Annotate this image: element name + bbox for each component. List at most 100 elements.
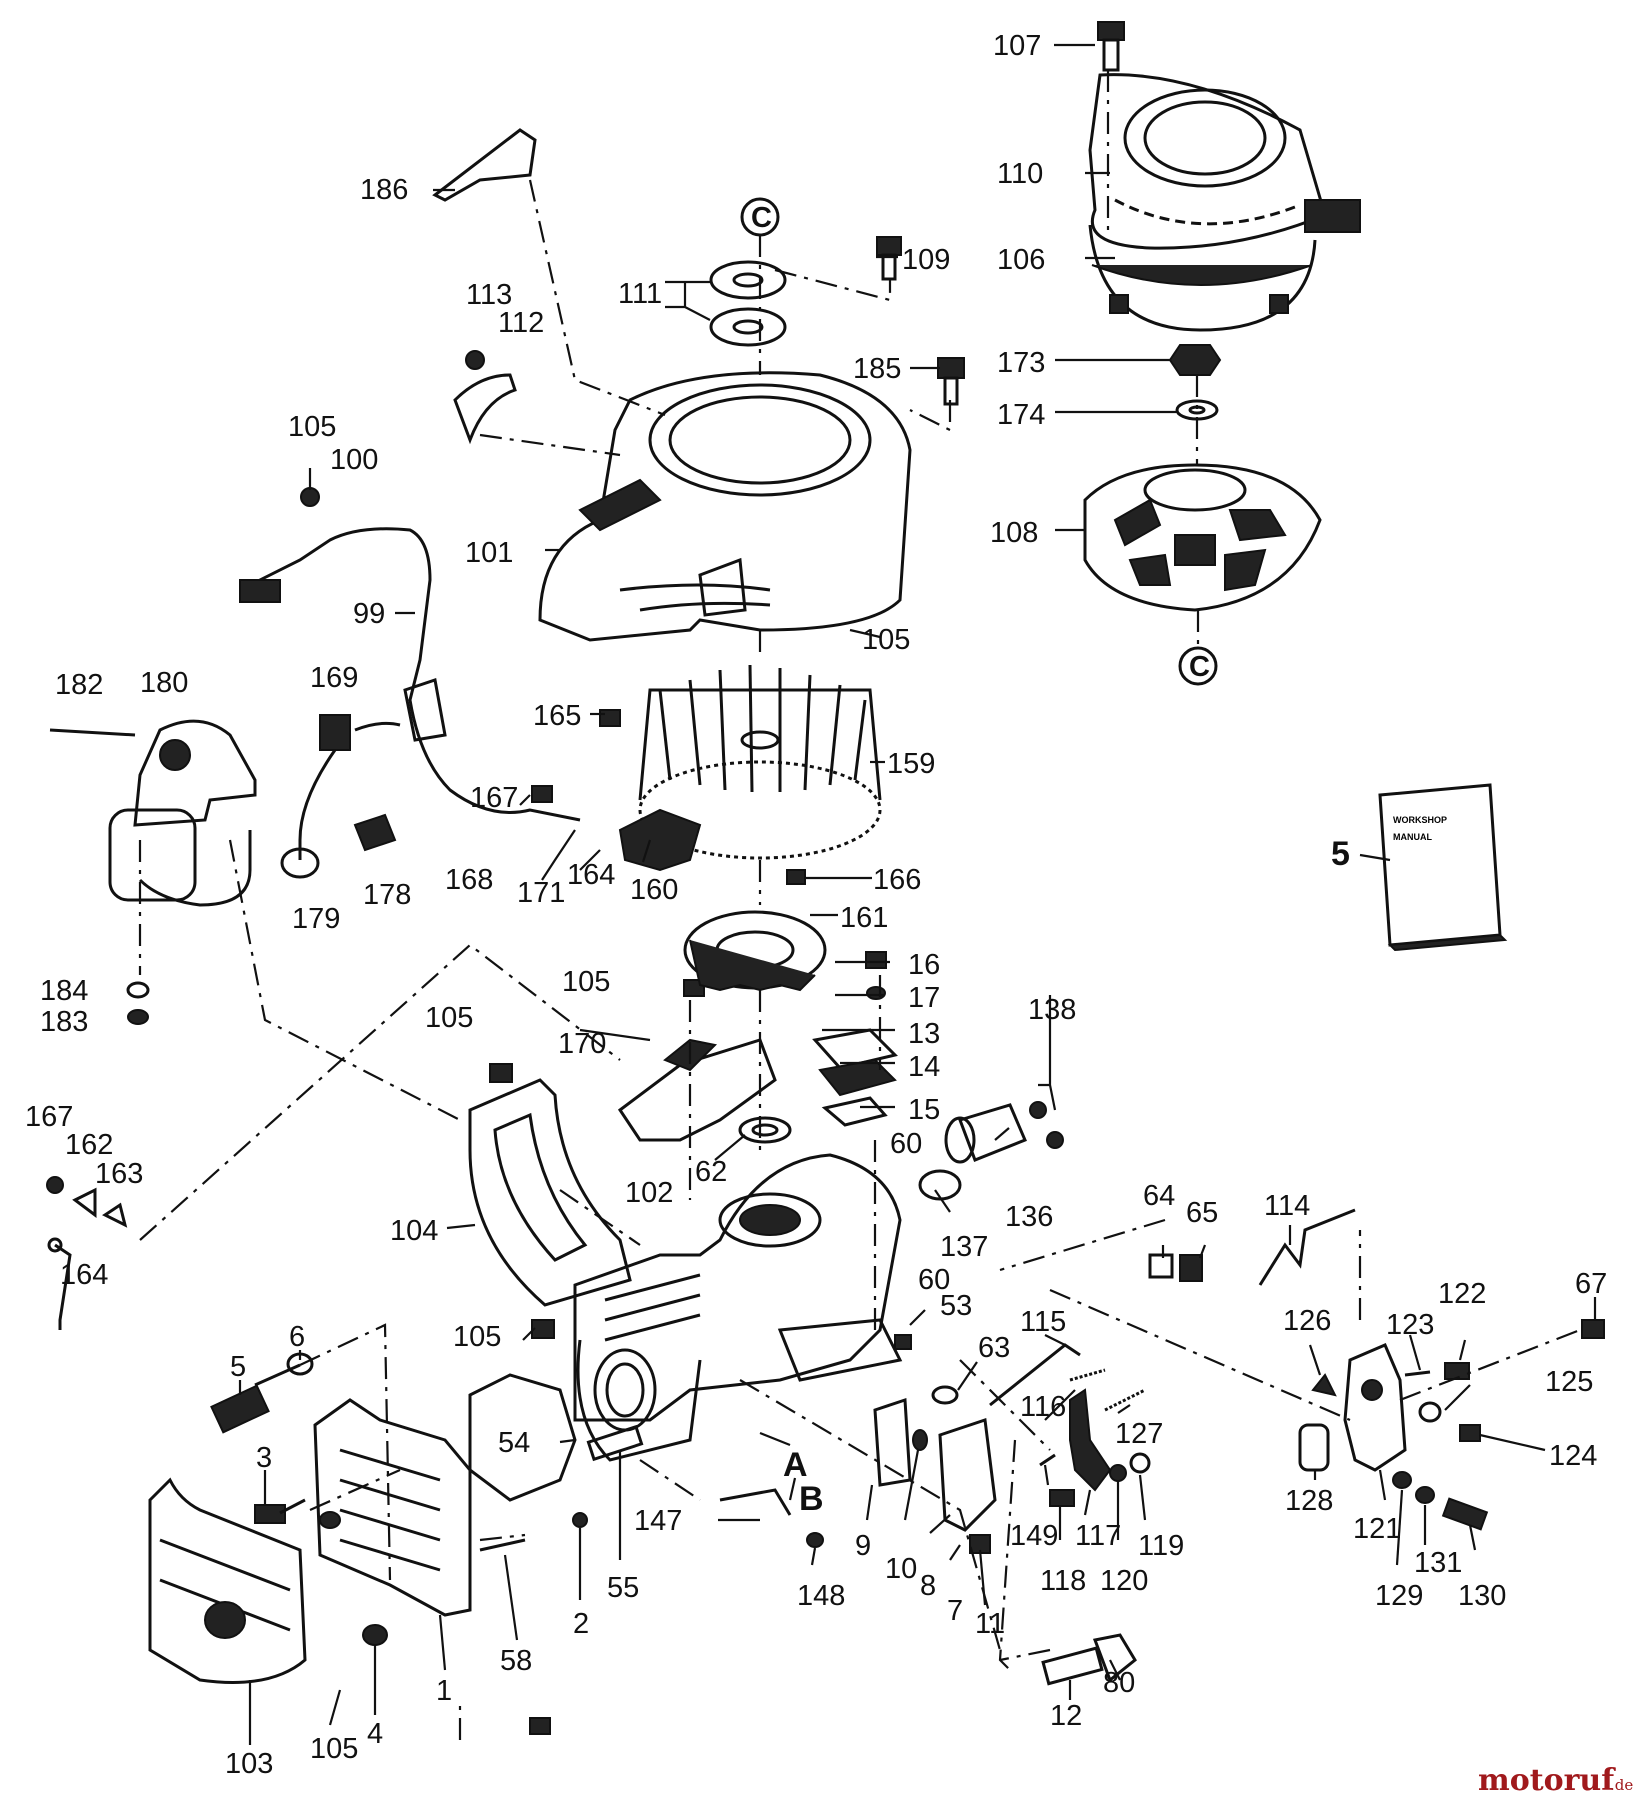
callout-113: 113 [466,279,512,311]
callout-7: 7 [947,1595,963,1627]
callout-164-b: 164 [60,1259,108,1291]
callout-99: 99 [353,598,385,630]
callout-5-manual: 5 [1331,835,1350,873]
callout-107: 107 [993,30,1041,62]
callout-163: 163 [95,1158,143,1190]
callout-169: 169 [310,662,358,694]
part-129-131-130 [1392,1471,1489,1531]
callout-105-a: 105 [288,411,336,443]
part-160-ignition [618,808,702,872]
callout-115: 115 [1020,1306,1066,1338]
callout-106: 106 [997,244,1045,276]
small-bolts [489,709,887,1735]
part-184-183-nuts [126,981,150,1025]
callout-65: 65 [1186,1197,1218,1229]
callout-104: 104 [390,1215,438,1247]
part-5-6 [210,1352,314,1434]
callout-58: 58 [500,1645,532,1677]
callout-126: 126 [1283,1305,1331,1337]
part-1-cylinder-head [313,1398,472,1617]
callout-120: 120 [1100,1565,1148,1597]
callout-63: 63 [978,1332,1010,1364]
part-104-shroud [468,1078,632,1307]
callout-125: 125 [1545,1366,1593,1398]
part-109-bolt [876,236,902,281]
part-110-starter-cover [1088,73,1361,250]
part-3-58-4-2 [254,1498,588,1646]
callout-111: 111 [618,278,662,310]
part-118-119-120 [1049,1452,1151,1507]
callout-123: 123 [1386,1309,1434,1341]
part-162-163-164 [46,1176,128,1330]
part-128-pin [1298,1423,1330,1472]
callout-8: 8 [920,1570,936,1602]
part-107-bolt [1097,21,1125,72]
part-186-bracket [432,128,537,202]
callout-60-a: 60 [890,1128,922,1160]
callout-179: 179 [292,903,340,935]
callout-164-a: 164 [567,859,615,891]
ref-circle-c-bottom [1178,646,1218,686]
part-55-pin [586,1424,644,1462]
callout-62: 62 [695,1156,727,1188]
part-121-plate [1343,1343,1407,1472]
callout-3: 3 [256,1442,272,1474]
callout-122: 122 [1438,1278,1486,1310]
callout-170: 170 [558,1028,606,1060]
callout-127: 127 [1115,1418,1163,1450]
part-149-clip [1039,1453,1056,1467]
callout-182: 182 [55,669,103,701]
callout-116: 116 [1020,1391,1066,1423]
callout-131: 131 [1414,1547,1462,1579]
part-114-link [1258,1208,1356,1286]
part-136-137 [918,1101,1064,1201]
callout-178: 178 [363,879,411,911]
part-180-starter-motor [49,719,257,907]
callout-124: 124 [1549,1440,1597,1472]
callout-180: 180 [140,667,188,699]
part-159-flywheel [638,664,882,860]
callout-161: 161 [840,902,888,934]
callout-171: 171 [517,877,565,909]
callout-102: 102 [625,1177,673,1209]
callout-10: 10 [885,1553,917,1585]
part-5-workshop-manual: WORKSHOP MANUAL [1378,783,1508,952]
callout-80: 80 [1103,1667,1135,1699]
part-62-seal [738,1116,792,1144]
part-169-wire [280,714,401,879]
part-54-gasket [468,1373,577,1502]
part-161-stator [683,910,827,992]
callout-167-b: 167 [25,1101,73,1133]
callout-174: 174 [997,399,1045,431]
part-116-spring [1069,1368,1106,1382]
part-8-body [938,1417,997,1532]
part-13-14-15-covers [812,1028,898,1127]
callout-160: 160 [630,874,678,906]
callout-54: 54 [498,1427,530,1459]
callout-167-a: 167 [470,782,518,814]
callout-112: 112 [498,307,544,339]
callout-55: 55 [607,1572,639,1604]
callout-105-b: 105 [862,624,910,656]
callout-67: 67 [1575,1268,1607,1300]
callout-129: 129 [1375,1580,1423,1612]
part-9-10 [873,1397,928,1487]
callout-118: 118 [1040,1565,1086,1597]
part-112-clip [453,350,517,445]
watermark-brand: motoruf [1478,1763,1616,1798]
part-111-plates [709,260,787,347]
part-102-baffle [617,1038,777,1142]
callout-148: 148 [797,1580,845,1612]
callout-105-c: 105 [562,966,610,998]
part-63-53 [894,1334,959,1405]
callout-137: 137 [940,1231,988,1263]
callout-14: 14 [908,1051,940,1083]
callout-4: 4 [367,1718,383,1750]
part-147-148 [719,1488,824,1548]
callout-1: 1 [436,1675,452,1707]
callout-a: A [783,1446,808,1484]
callout-185: 185 [853,353,901,385]
part-12-80 [1041,1633,1137,1686]
callout-159: 159 [887,748,935,780]
